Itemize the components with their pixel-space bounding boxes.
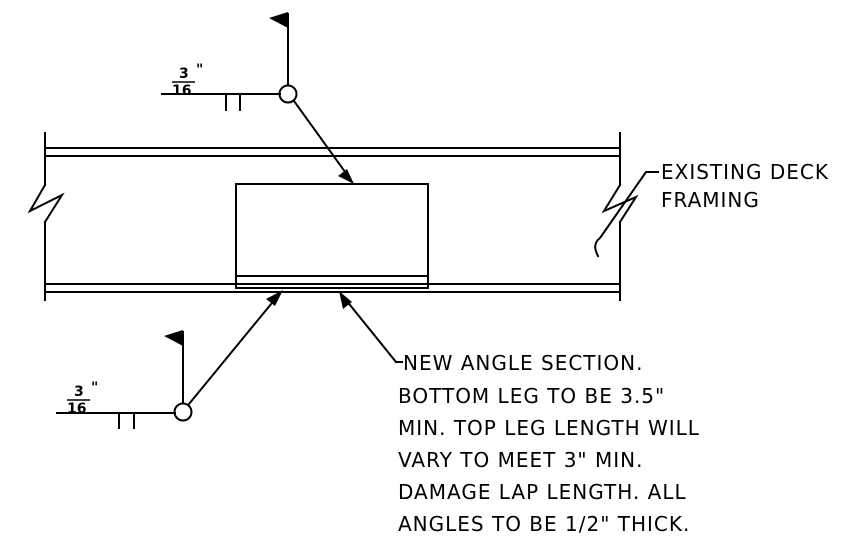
weld-size-numerator-top: 3	[179, 66, 189, 82]
weld-arrow-leader-bottom	[187, 296, 278, 406]
existing-deck-framing	[27, 132, 639, 301]
field-weld-flag-top	[269, 12, 288, 28]
new-angle-leader-arrowhead	[339, 291, 352, 309]
existing-framing-leader	[594, 171, 659, 258]
field-weld-flag-bottom	[164, 330, 183, 346]
new-angle-note-line3: MIN. TOP LEG LENGTH WILL	[398, 416, 700, 440]
weld-size-inch-mark-bottom: "	[91, 380, 98, 396]
angle-vertical-leg	[235, 183, 429, 277]
new-angle-leader-line	[344, 298, 398, 364]
weld-arrowhead-top	[338, 169, 354, 184]
new-angle-note-line2: BOTTOM LEG TO BE 3.5"	[398, 384, 665, 408]
weld-all-around-circle-bottom	[173, 402, 193, 422]
angle-horizontal-leg	[235, 275, 429, 289]
right-break-symbol	[601, 183, 639, 224]
weld-symbol-bottom: 3 16 "	[56, 290, 283, 429]
new-angle-note-line4: VARY TO MEET 3" MIN.	[398, 448, 643, 472]
new-angle-callout: NEW ANGLE SECTION. BOTTOM LEG TO BE 3.5"…	[339, 291, 700, 536]
weld-arrow-leader-top	[292, 99, 350, 178]
existing-framing-label-line2: FRAMING	[661, 188, 760, 212]
new-angle-note-line6: ANGLES TO BE 1/2" THICK.	[398, 512, 690, 536]
weld-size-denominator-bottom: 16	[67, 401, 86, 417]
new-angle-note-line1: NEW ANGLE SECTION.	[403, 351, 643, 375]
weld-symbol-top: 3 16 "	[161, 12, 354, 184]
weld-size-denominator-top: 16	[172, 83, 191, 99]
new-angle-note-line5: DAMAGE LAP LENGTH. ALL	[398, 480, 687, 504]
weld-arrowhead-bottom	[266, 290, 283, 306]
left-break-symbol	[27, 183, 65, 224]
new-angle-section	[235, 183, 429, 289]
weld-size-inch-mark-top: "	[196, 62, 203, 78]
existing-framing-label-line1: EXISTING DECK	[661, 160, 829, 184]
existing-framing-callout: EXISTING DECK FRAMING	[594, 160, 829, 258]
weld-size-numerator-bottom: 3	[74, 384, 84, 400]
